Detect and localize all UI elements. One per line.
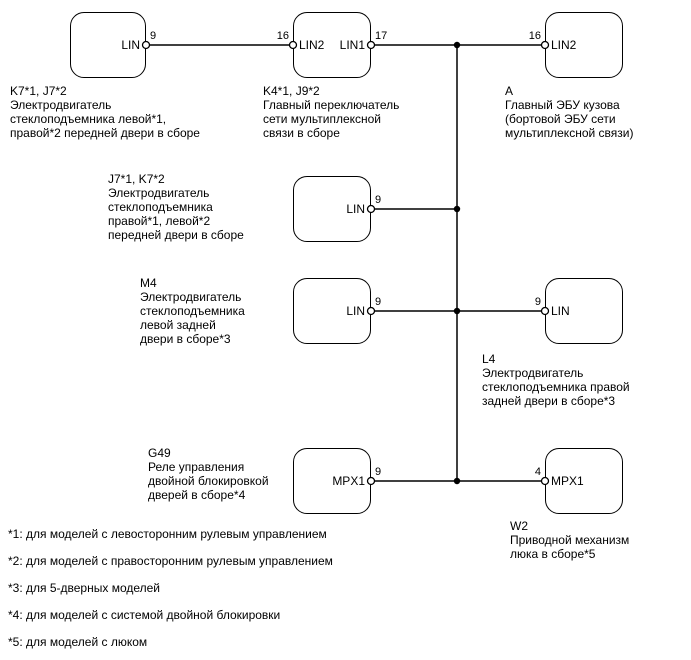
component-desc: Главный переключатель сети мультиплексно… [263,98,400,140]
component-label-g49: G49 Реле управления двойной блокировкой … [148,446,269,502]
junction-dot [453,205,461,213]
pin-number: 9 [150,30,157,42]
component-label-m4: M4 Электродвигатель стеклоподъемника лев… [140,276,245,346]
pin-number: 9 [534,296,541,308]
port-label: LIN1 [339,38,365,52]
port-label: LIN2 [551,38,577,52]
footnote-2: *2: для моделей с правосторонним рулевым… [8,554,333,568]
component-box-front-left-motor: LIN [70,12,146,78]
component-box-double-lock-relay: MPX1 [293,448,371,514]
component-box-sliding-roof-drive: MPX1 [545,448,623,514]
component-code: A [505,84,514,98]
port-label: LIN [551,304,570,318]
pin-number: 16 [528,30,541,42]
component-code: K7*1, J7*2 [10,84,67,98]
component-desc: Реле управления двойной блокировкой двер… [148,460,269,502]
component-code: L4 [482,352,496,366]
component-label-j7: J7*1, K7*2 Электродвигатель стеклоподъем… [108,172,244,242]
pin-number: 4 [534,466,541,478]
component-label-l4: L4 Электродвигатель стеклоподъемника пра… [482,352,630,408]
component-label-w2: W2 Приводной механизм люка в сборе*5 [510,519,629,561]
component-code: M4 [140,276,157,290]
port-label: LIN [121,38,140,52]
pin-number: 17 [375,30,388,42]
footnote-4: *4: для моделей с системой двойной блоки… [8,608,281,622]
junction-dot [453,477,461,485]
port-label: LIN [346,202,365,216]
component-desc: Главный ЭБУ кузова (бортовой ЭБУ сети му… [505,98,634,140]
component-code: G49 [148,446,171,460]
component-label-a: A Главный ЭБУ кузова (бортовой ЭБУ сети … [505,84,633,140]
component-label-k4: K4*1, J9*2 Главный переключатель сети му… [263,84,399,140]
component-desc: Электродвигатель стеклоподъемника левой … [140,290,245,346]
footnote-1: *1: для моделей с левосторонним рулевым … [8,527,327,541]
port-label: LIN2 [299,38,325,52]
component-code: K4*1, J9*2 [263,84,320,98]
component-box-rear-left-motor: LIN [293,278,371,344]
component-box-front-right-motor: LIN [293,176,371,242]
component-desc: Приводной механизм люка в сборе*5 [510,533,630,561]
footnote-3: *3: для 5-дверных моделей [8,581,161,595]
component-code: J7*1, K7*2 [108,172,165,186]
pin-number: 16 [276,30,289,42]
component-label-k7: K7*1, J7*2 Электродвигатель стеклоподъем… [10,84,200,140]
component-box-master-switch: LIN2 LIN1 [293,12,371,78]
component-code: W2 [510,519,528,533]
component-box-main-body-ecu: LIN2 [545,12,623,78]
pin-number: 9 [375,194,382,206]
component-desc: Электродвигатель стеклоподъемника правой… [108,186,244,242]
junction-dot [453,41,461,49]
component-desc: Электродвигатель стеклоподъемника левой*… [10,98,200,140]
junction-dot [453,307,461,315]
port-label: LIN [346,304,365,318]
pin-number: 9 [375,296,382,308]
component-box-rear-right-motor: LIN [545,278,623,344]
component-desc: Электродвигатель стеклоподъемника правой… [482,366,630,408]
footnote-5: *5: для моделей с люком [8,635,148,649]
port-label: MPX1 [332,474,365,488]
pin-number: 9 [375,466,382,478]
port-label: MPX1 [551,474,584,488]
